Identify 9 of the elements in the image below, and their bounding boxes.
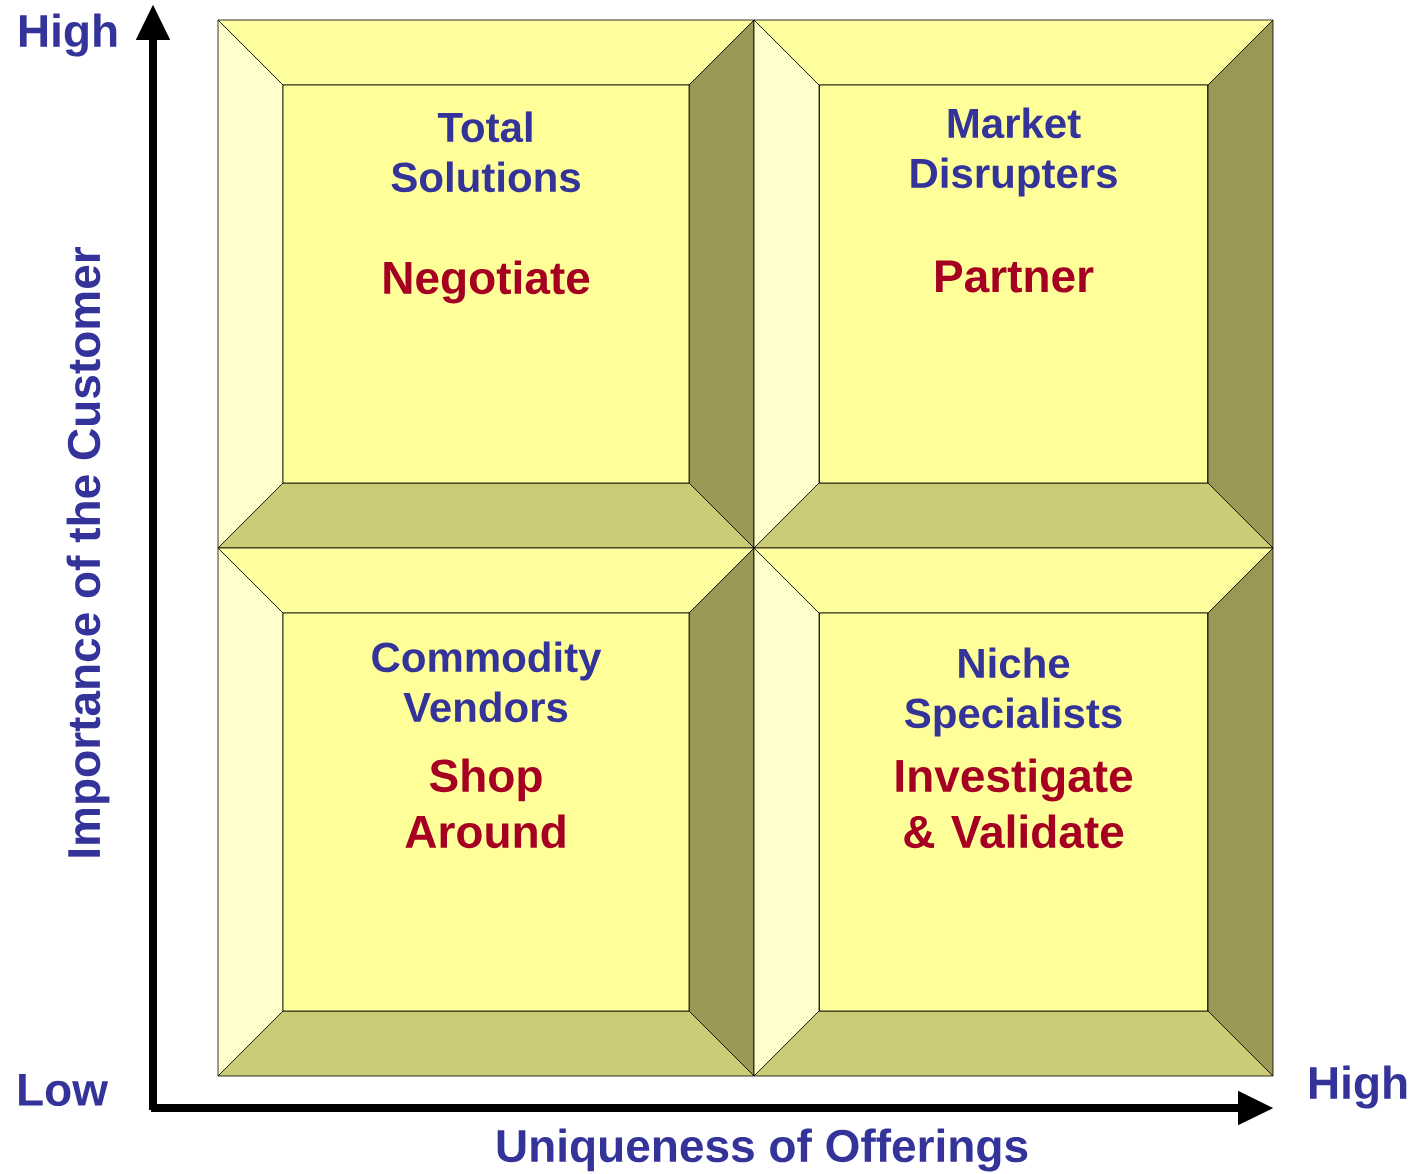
axis-title: Uniqueness of Offerings (497, 1128, 1028, 1172)
axis-title: Importance of the Customer (66, 247, 110, 857)
bevel-box: Commodity Vendors Shop Around (217, 547, 755, 1077)
axis-label: Low (19, 1073, 109, 1107)
axis-label: High (1310, 1065, 1407, 1109)
bevel-box: Market Disrupters Partner (753, 19, 1274, 549)
bevel-box: Total Solutions Negotiate (217, 19, 755, 549)
axis-label: High (20, 13, 117, 57)
bevel-box: Niche Specialists Investigate & Validate (753, 547, 1274, 1077)
